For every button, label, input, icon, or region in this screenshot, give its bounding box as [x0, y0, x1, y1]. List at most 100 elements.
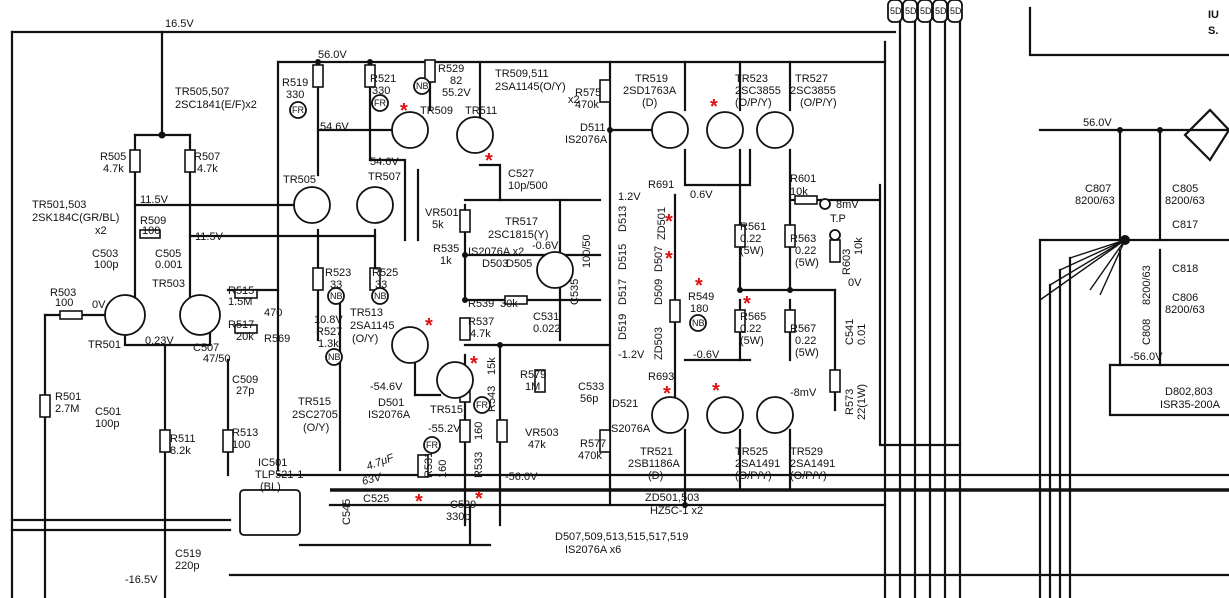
misc-ref: ZD501	[656, 207, 668, 240]
tr525-type: 2SA1491	[735, 458, 780, 470]
misc-ref: D519	[617, 314, 629, 340]
junctions	[158, 59, 1163, 508]
tr525-label: TR525	[735, 446, 768, 458]
component-ref: VR501	[425, 207, 459, 219]
component-ref: R537	[468, 316, 494, 328]
rail-label: -56.0V	[1130, 351, 1163, 363]
component-value: 100p	[95, 418, 119, 430]
component-value: 100	[142, 225, 160, 237]
component-ref: R561	[740, 221, 766, 233]
connector-tags: 5D 5D 5D 5D 5D IU S.	[887, 0, 1219, 37]
component-value: 20k	[236, 331, 254, 343]
rect-note: D802,803	[1165, 386, 1213, 398]
voltage-label: 10.8V	[314, 314, 343, 326]
ic501-type: TLP521-1	[255, 469, 303, 481]
component-value: 4.7k	[103, 163, 124, 175]
tr529-type: 2SA1491	[790, 458, 835, 470]
component-value: 330	[286, 89, 304, 101]
component-value: 8.2k	[170, 445, 191, 457]
tr509-511-count: x2	[568, 94, 580, 106]
component-ref: R515	[228, 285, 254, 297]
nb-badge: NB	[692, 318, 705, 328]
nb-badge: NB	[374, 291, 387, 301]
component-ref: R517	[228, 319, 254, 331]
component-ref: C808	[1141, 319, 1153, 345]
component-value: 330	[372, 85, 390, 97]
component-value: 470	[264, 307, 282, 319]
component-ref: R521	[370, 73, 396, 85]
misc-ref: R691	[648, 179, 674, 191]
power-rating: (5W)	[795, 257, 819, 269]
component-ref: R573	[844, 389, 856, 415]
component-ref: C503	[92, 248, 118, 260]
highlight-star: *	[695, 275, 703, 297]
diode-type: IS2076A	[368, 409, 411, 421]
component-value: 10k	[790, 186, 808, 198]
transistor-ref: TR505	[283, 174, 316, 186]
component-ref: R577	[580, 438, 606, 450]
component-value: 15k	[486, 357, 498, 375]
component-ref: C501	[95, 406, 121, 418]
component-ref: R503	[50, 287, 76, 299]
rail-label: 56.0V	[1083, 117, 1112, 129]
misc-ref: ZD503	[653, 327, 665, 360]
transistor-ref: TR511	[465, 105, 497, 117]
component-value: 2.7M	[55, 403, 79, 415]
voltage-label: -55.2V	[428, 423, 461, 435]
misc-ref: D505	[506, 258, 532, 270]
tr515-type: 2SC2705	[292, 409, 338, 421]
component-ref: C519	[175, 548, 201, 560]
highlight-star: *	[710, 96, 718, 118]
zd-note: ZD501,503	[645, 492, 699, 504]
component-value: 22(1W)	[856, 384, 868, 420]
component-ref: R531	[423, 452, 435, 478]
highlight-star: *	[485, 150, 493, 172]
ic501-grade: (BL)	[260, 481, 281, 493]
component-ref: R533	[473, 452, 485, 478]
fr-badge: FR	[426, 440, 438, 450]
component-value: 470k	[578, 450, 602, 462]
misc-ref: D515	[617, 244, 629, 270]
component-value: 5k	[432, 219, 444, 231]
component-ref: C507	[193, 342, 219, 354]
misc-ref: D511	[580, 122, 605, 134]
component-value: 4.7k	[470, 328, 491, 340]
component-value: 0.022	[533, 323, 561, 335]
component-value: 330p	[446, 511, 470, 523]
highlight-star: *	[415, 491, 423, 513]
component-ref: R519	[282, 77, 308, 89]
component-value: 82	[450, 75, 462, 87]
voltage-label: -0.6V	[532, 240, 559, 252]
component-ref: R563	[790, 233, 816, 245]
component-ref: R513	[232, 427, 258, 439]
voltage-label: 0V	[848, 277, 862, 289]
highlight-star: *	[665, 248, 673, 270]
tr515-grade: (O/Y)	[303, 422, 329, 434]
component-value: 160	[437, 460, 449, 478]
component-value: 27p	[236, 385, 254, 397]
transistor-ref: TR509	[420, 105, 453, 117]
component-ref: C505	[155, 248, 181, 260]
component-ref: R535	[433, 243, 459, 255]
fr-badge: FR	[476, 400, 488, 410]
component-value: 100/50	[581, 234, 593, 268]
connector-label: 5D	[905, 6, 917, 16]
component-value: 8200/63	[1165, 195, 1205, 207]
misc-ref: D509	[653, 279, 665, 305]
rect-type: ISR35-200A	[1160, 399, 1221, 411]
misc-ref: D503	[482, 258, 508, 270]
component-value: 0.001	[155, 259, 183, 271]
diode-type: IS2076A	[565, 134, 608, 146]
tr521-grade: (D)	[648, 470, 663, 482]
power-rating: (5W)	[740, 335, 764, 347]
component-ref: R527	[316, 326, 342, 338]
misc-ref: D521	[612, 398, 638, 410]
voltage-label: 0.6V	[690, 189, 713, 201]
component-value: 470k	[575, 99, 599, 111]
component-ref: R565	[740, 311, 766, 323]
tr513-grade: (O/Y)	[352, 333, 378, 345]
diode-type: IS2076A	[608, 423, 651, 435]
diodes-note: D507,509,513,515,517,519	[555, 531, 688, 543]
tr529-grade: (O/P/Y)	[790, 470, 827, 482]
highlight-star: *	[425, 315, 433, 337]
